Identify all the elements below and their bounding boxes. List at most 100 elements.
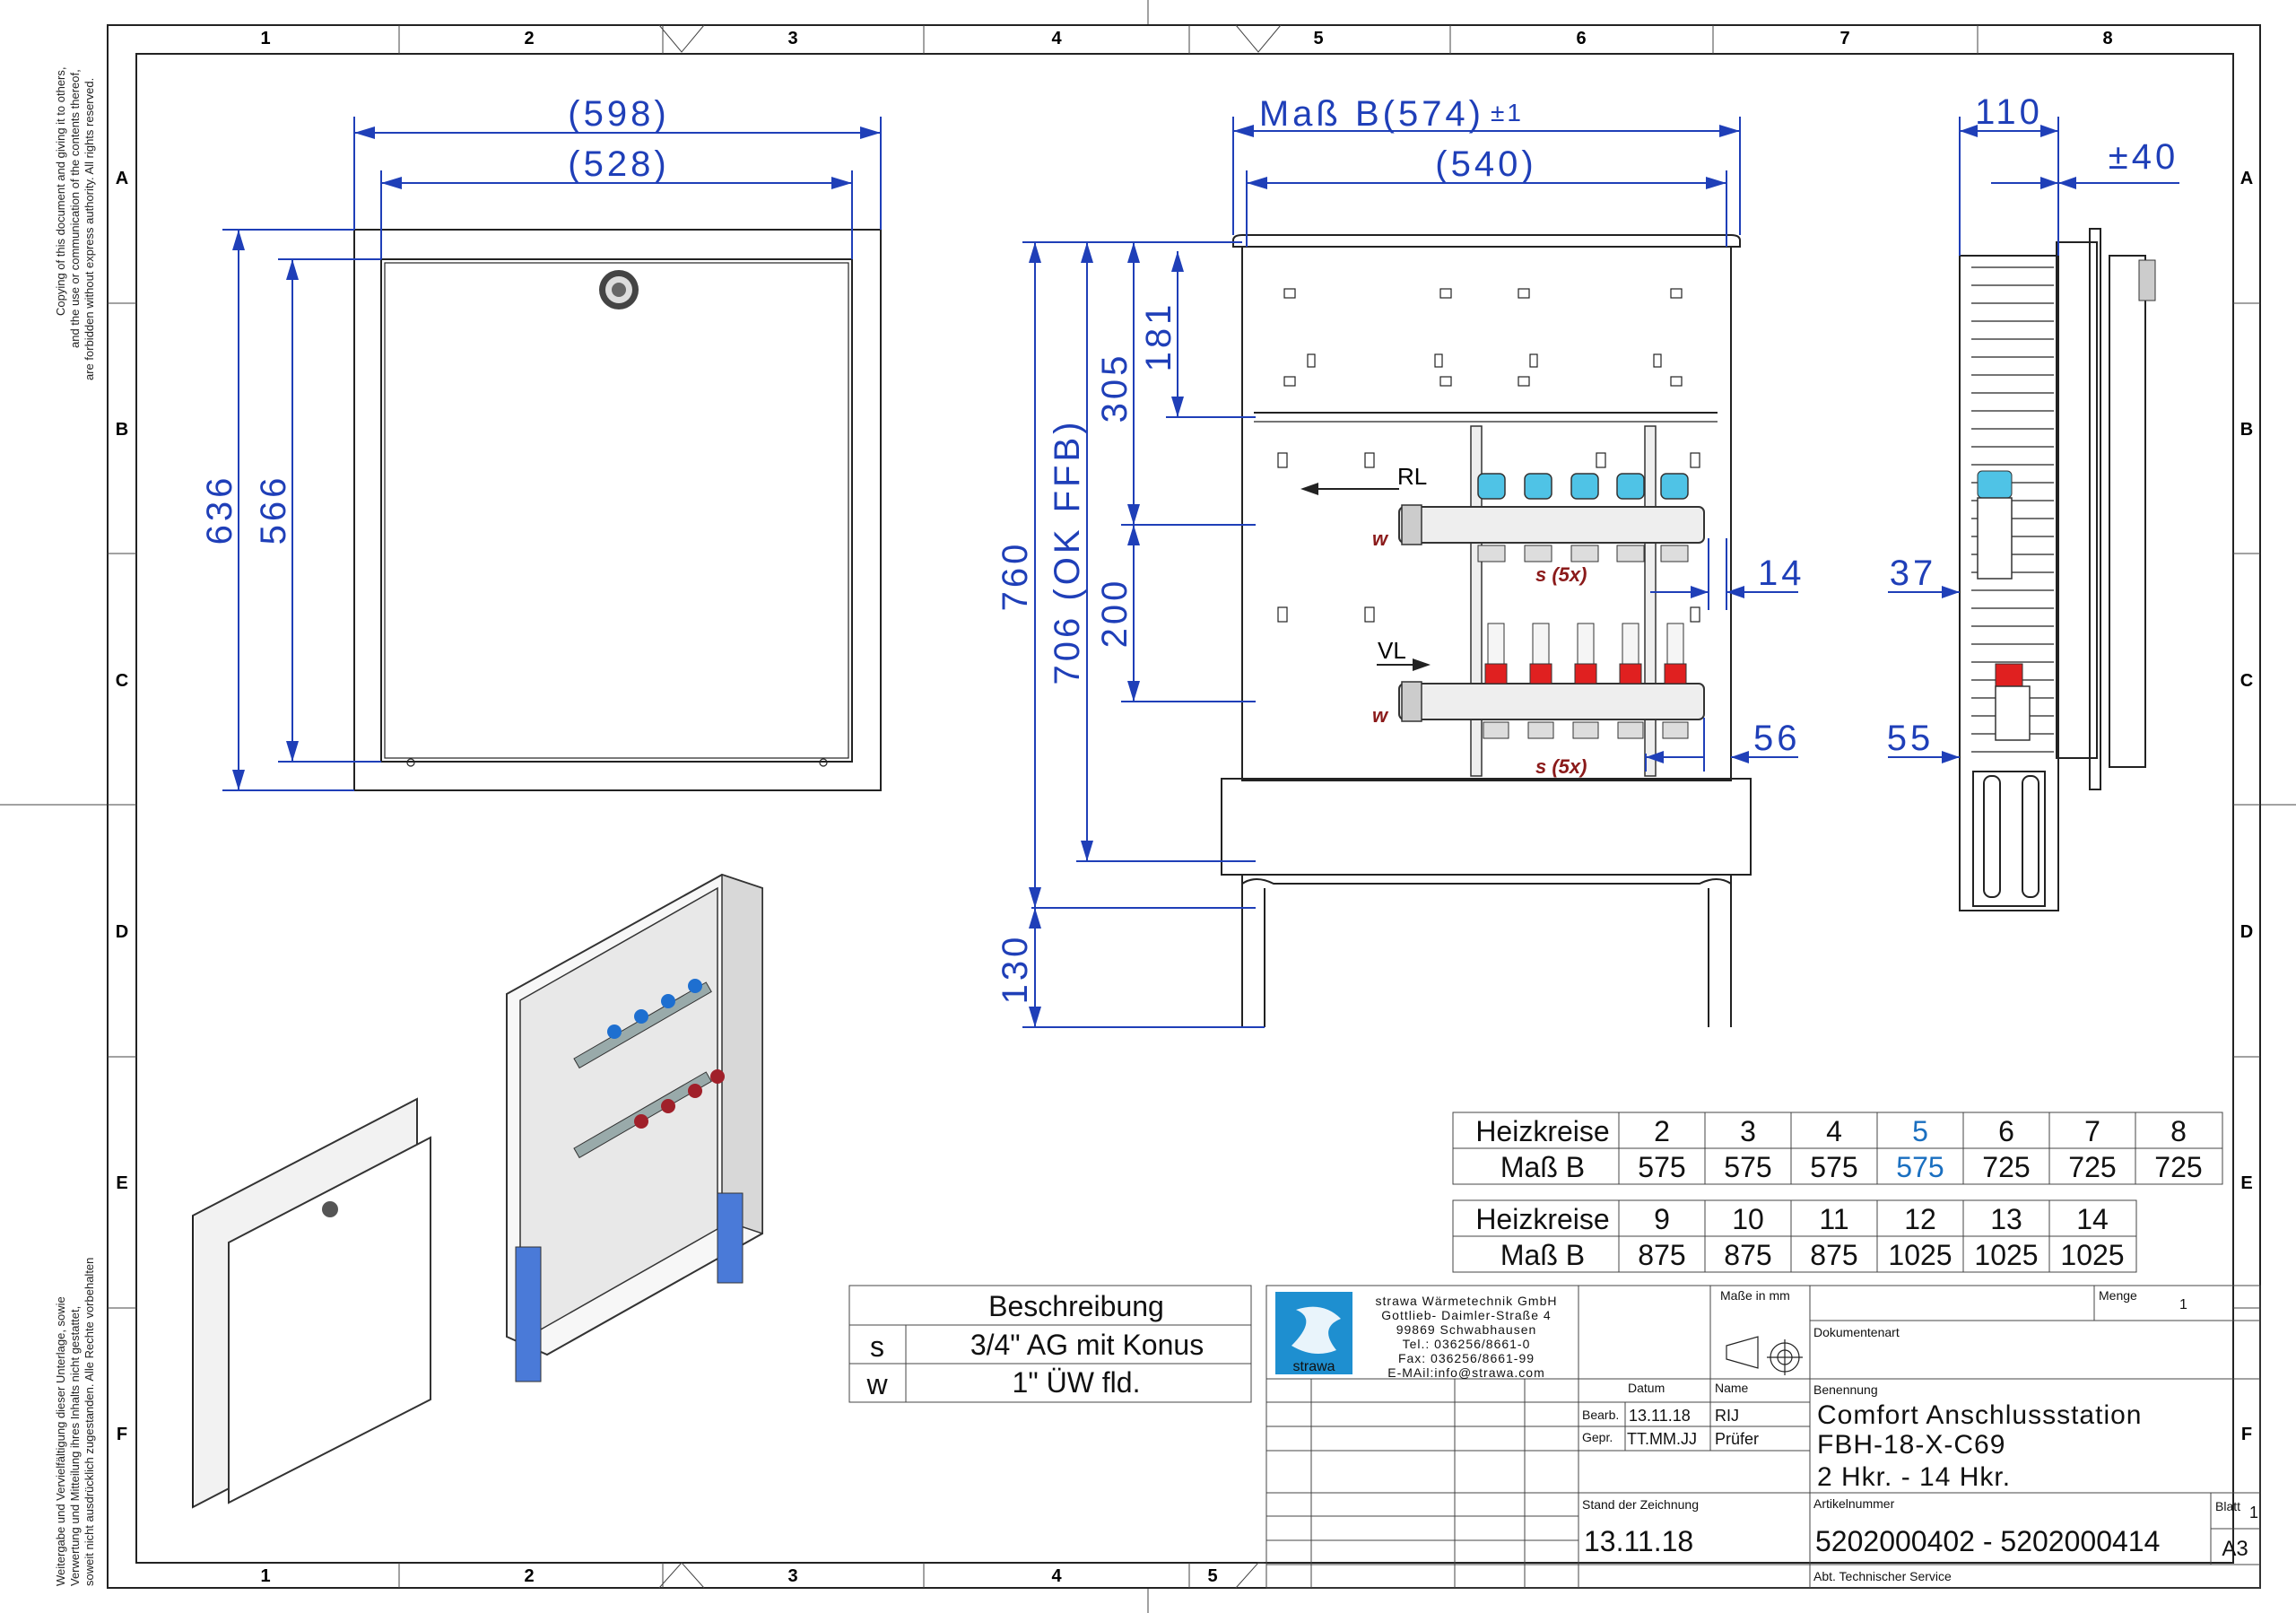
datum-label: Datum [1628, 1381, 1665, 1395]
bearb-name: RIJ [1715, 1407, 1739, 1425]
dim-130: 130 [996, 934, 1035, 1005]
company-line-3: 99869 Schwabhausen [1396, 1322, 1537, 1337]
company-line-2: Gottlieb- Daimler-Straße 4 [1381, 1308, 1551, 1322]
dim-56: 56 [1753, 719, 1801, 758]
label-vl: VL [1378, 637, 1406, 664]
size-table-cell: 9 [1654, 1203, 1670, 1235]
company-line-6: E-MAil:info@strawa.com [1387, 1365, 1544, 1380]
size-table-header-mass-b-1: Maß B [1500, 1151, 1585, 1183]
dim-760: 760 [996, 541, 1035, 612]
masse-in-mm: Maße in mm [1720, 1288, 1790, 1303]
row-label-a-right: A [2240, 169, 2253, 188]
size-table-cell-highlight: 575 [1896, 1151, 1944, 1183]
col-label-6: 6 [1576, 29, 1586, 48]
col-label-bottom-1: 1 [260, 1566, 270, 1586]
company-line-1: strawa Wärmetechnik GmbH [1376, 1294, 1558, 1308]
dim-37: 37 [1890, 554, 1937, 593]
size-table-cell: 875 [1810, 1239, 1857, 1271]
dim-598: (598) [568, 94, 669, 134]
company-line-5: Fax: 036256/8661-99 [1398, 1351, 1535, 1365]
dim-566: 566 [254, 475, 293, 545]
dimension-lines-manifold [1022, 117, 1798, 1028]
menge-label: Menge [2099, 1288, 2137, 1303]
label-rl: RL [1397, 463, 1427, 490]
size-table-cell: 575 [1638, 1151, 1685, 1183]
front-view-door [353, 229, 882, 791]
label-s5x-return: s (5x) [1535, 563, 1587, 586]
size-table-cell: 12 [1904, 1203, 1936, 1235]
artikel-value: 5202000402 - 5202000414 [1815, 1525, 2160, 1557]
legend-value-s: 3/4" AG mit Konus [970, 1329, 1204, 1361]
size-table-cell: 6 [1998, 1115, 2014, 1147]
weitergabe-note-3: soweit nicht ausdrücklich zugestanden. A… [83, 1258, 96, 1586]
title-line-2: FBH-18-X-C69 [1817, 1430, 2005, 1460]
col-label-bottom-3: 3 [787, 1566, 797, 1586]
dim-55: 55 [1887, 719, 1935, 758]
row-label-f: F [117, 1425, 127, 1444]
isometric-manifold-box [506, 873, 763, 1382]
col-label-8: 8 [2102, 29, 2112, 48]
size-table-cell: 14 [2076, 1203, 2109, 1235]
row-label-b-right: B [2240, 420, 2253, 440]
copyright-note-3: are forbidden without express authority.… [83, 78, 96, 380]
label-w-supply: w [1372, 704, 1389, 727]
dim-636: 636 [200, 475, 239, 545]
name-label: Name [1715, 1381, 1749, 1395]
legend-value-w: 1" ÜW fld. [1013, 1366, 1141, 1399]
blatt-label: Blatt [2215, 1499, 2240, 1513]
col-label-bottom-5: 5 [1207, 1566, 1217, 1586]
size-table-cell: 13 [1990, 1203, 2022, 1235]
row-label-b: B [116, 420, 128, 440]
size-table-header-heizkreise-2: Heizkreise [1475, 1203, 1609, 1235]
size-table-cell: 2 [1654, 1115, 1670, 1147]
col-label-7: 7 [1839, 29, 1849, 48]
size-table-cell: 1025 [2060, 1239, 2124, 1271]
dokumentenart-label: Dokumentenart [1813, 1325, 1900, 1339]
stand-label: Stand der Zeichnung [1582, 1497, 1699, 1512]
size-table-cell: 3 [1740, 1115, 1756, 1147]
size-table-cell: 725 [2154, 1151, 2202, 1183]
size-table: Heizkreise Maß B 2 3 4 5 6 7 8 575 575 5… [1452, 1112, 2223, 1273]
dim-110: 110 [1975, 92, 2043, 132]
dim-mass-b: Maß B(574) [1259, 94, 1484, 134]
label-w-return: w [1372, 527, 1389, 550]
size-table-header-mass-b-2: Maß B [1500, 1239, 1585, 1271]
col-label-2: 2 [524, 29, 534, 48]
col-label-3: 3 [787, 29, 797, 48]
bearb-date: 13.11.18 [1629, 1407, 1691, 1425]
col-label-1: 1 [260, 29, 270, 48]
row-label-e-right: E [2240, 1173, 2252, 1193]
size-table-cell: 725 [1982, 1151, 2030, 1183]
dimension-lines-side [1888, 117, 2179, 763]
col-label-bottom-4: 4 [1051, 1566, 1062, 1586]
copyright-note-2: and the use or communication of the cont… [68, 69, 82, 348]
bearb-label: Bearb. [1582, 1408, 1619, 1422]
row-label-a: A [116, 169, 128, 188]
dim-181: 181 [1139, 301, 1178, 372]
row-label-d: D [116, 922, 128, 942]
weitergabe-note-2: Verwertung und Mitteilung ihres Inhalts … [68, 1306, 82, 1586]
dim-305: 305 [1095, 353, 1135, 423]
gepr-date: TT.MM.JJ [1627, 1430, 1697, 1448]
col-label-bottom-2: 2 [524, 1566, 534, 1586]
menge-value: 1 [2179, 1297, 2187, 1312]
size-table-cell-highlight: 5 [1912, 1115, 1928, 1147]
dimension-lines-front-door [222, 117, 882, 791]
row-label-c: C [116, 671, 128, 691]
size-table-cell: 8 [2170, 1115, 2187, 1147]
legend-key-s: s [870, 1330, 884, 1363]
artikelnummer-label: Artikelnummer [1813, 1496, 1895, 1511]
title-line-3: 2 Hkr. - 14 Hkr. [1817, 1462, 2011, 1492]
front-view-manifold-box [1221, 234, 1752, 1027]
gepr-label: Gepr. [1582, 1430, 1613, 1444]
sheet-format: A3 [2222, 1537, 2248, 1561]
stand-date: 13.11.18 [1584, 1525, 1693, 1557]
benennung-label: Benennung [1813, 1382, 1878, 1397]
projection-symbol [1726, 1336, 1803, 1375]
dim-mass-b-tolerance: ±1 [1491, 99, 1524, 126]
col-label-4: 4 [1051, 29, 1062, 48]
supply-valves [1483, 623, 1689, 739]
return-valves [1477, 473, 1689, 562]
